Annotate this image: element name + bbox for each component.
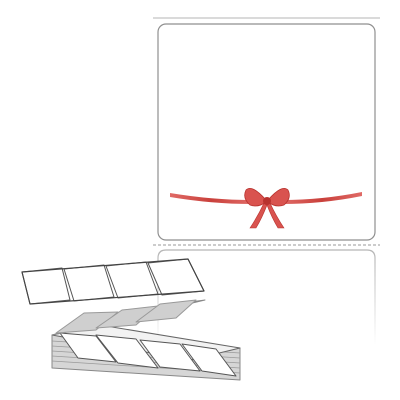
fanfold-stack-icon: [21, 258, 241, 381]
label-bottom: [157, 249, 376, 345]
ribbon-bow-icon: [170, 187, 362, 229]
label-top: [157, 23, 376, 241]
